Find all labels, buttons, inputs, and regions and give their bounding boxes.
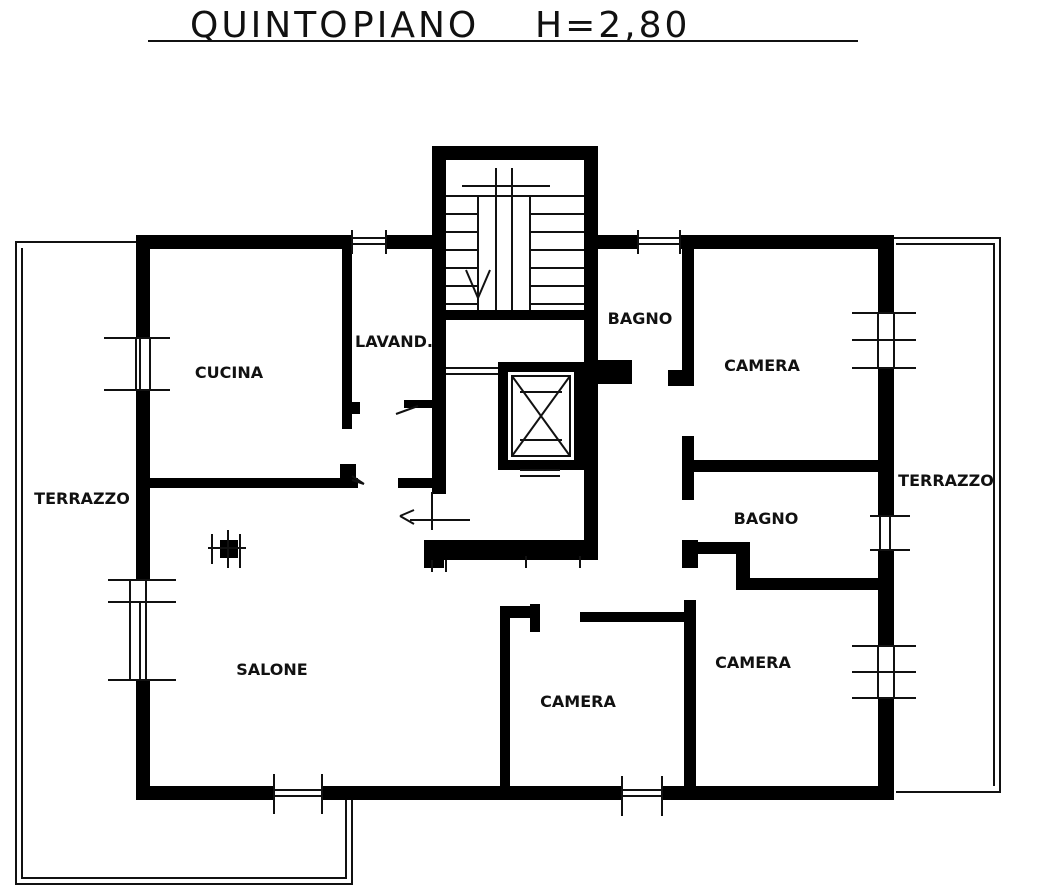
window-top-lavand [351, 230, 387, 254]
elevator-thresholds [446, 367, 560, 477]
wall-right-2 [878, 368, 894, 516]
window-right-bagno [870, 515, 910, 551]
wall-left-1 [136, 235, 150, 338]
window-left-salone [108, 579, 176, 681]
wall-stair-right [584, 146, 598, 560]
label-camera-bottom-right: CAMERA [715, 653, 791, 672]
openings [104, 168, 916, 816]
stair-steps-left [446, 213, 478, 305]
wall-kitchen-jamb [346, 402, 360, 414]
core-marks [525, 556, 581, 568]
walls [136, 146, 894, 800]
label-bagno-middle: BAGNO [734, 509, 799, 528]
wall-top-lavand [386, 235, 446, 249]
wall-elevator-bottom [498, 460, 584, 470]
wall-camera-left [500, 610, 510, 800]
wall-bagno-bottom [690, 542, 746, 554]
title-height: H=2,80 [535, 5, 690, 46]
wall-core-corner [424, 540, 444, 568]
wall-right-1 [878, 235, 894, 313]
wall-bagno-camera [682, 249, 694, 371]
elevator-cross-icon [511, 375, 571, 457]
label-cucina: CUCINA [195, 363, 264, 382]
wall-camera-divide [684, 600, 696, 800]
wall-camera-top-left [500, 606, 538, 618]
wall-bottom-1 [136, 786, 274, 800]
wall-lavand-stub [398, 478, 432, 488]
label-bagno-top: BAGNO [608, 309, 673, 328]
label-terrazzo-right: TERRAZZO [898, 471, 994, 490]
window-top-bagno [637, 230, 681, 254]
door-swings [351, 405, 419, 485]
wall-top-bagno [596, 235, 638, 249]
wall-bagno-jamb [668, 370, 694, 386]
wall-camera-jamb [530, 604, 540, 632]
wall-right-4 [878, 698, 894, 800]
wall-stair-top [432, 146, 598, 160]
wall-kitchen-stub [340, 464, 356, 478]
title-floor: QUINTO [190, 5, 351, 46]
floor-title: QUINTO PIANO H=2,80 [148, 5, 858, 46]
window-left-cucina [104, 337, 170, 391]
stair-steps-right [530, 213, 584, 305]
window-bottom-camera [621, 776, 663, 816]
wall-bagno-step [736, 542, 750, 586]
stair-arrow-icon [465, 269, 491, 301]
wall-core-right-jamb [596, 360, 632, 384]
column-marks [208, 530, 246, 568]
label-camera-bottom-middle: CAMERA [540, 692, 616, 711]
wall-top-left [136, 235, 352, 249]
wall-top-right [680, 235, 894, 249]
wall-lavand-bottom [404, 400, 432, 408]
window-right-camera2 [852, 645, 916, 699]
wall-core-bottom [424, 540, 598, 560]
label-camera-top-right: CAMERA [724, 356, 800, 375]
wall-camera-bagno [682, 460, 878, 472]
wall-bottom-2 [322, 786, 622, 800]
wall-stair-landing [446, 310, 584, 320]
wall-right-3 [878, 550, 894, 646]
wall-camera-top-right [580, 612, 690, 622]
terrace-right-outline [890, 237, 1001, 793]
entrance-arrow-icon [399, 492, 470, 572]
label-salone: SALONE [236, 660, 307, 679]
wall-elevator-right [574, 362, 584, 470]
wall-elevator-top [498, 362, 584, 372]
label-terrazzo-left: TERRAZZO [34, 489, 130, 508]
window-right-camera [852, 312, 916, 369]
terrace-left-inner [21, 248, 347, 879]
window-bottom-salone [273, 774, 323, 814]
wall-left-3 [136, 680, 150, 800]
stair-frame [446, 168, 584, 310]
wall-bagno-camera2 [736, 578, 878, 590]
room-labels: TERRAZZO CUCINA LAVAND. BAGNO CAMERA TER… [34, 309, 994, 711]
wall-bottom-3 [662, 786, 894, 800]
title-level: PIANO [352, 5, 479, 46]
terrace-right-inner [896, 243, 995, 786]
wall-stair-left [432, 146, 446, 494]
label-lavanderia: LAVAND. [355, 332, 433, 351]
wall-elevator-left [498, 362, 508, 470]
terrace-left-outline [15, 241, 353, 885]
wall-kitchen-bottom [136, 478, 358, 488]
terraces [15, 237, 1001, 885]
wall-kitchen-right [342, 249, 352, 429]
